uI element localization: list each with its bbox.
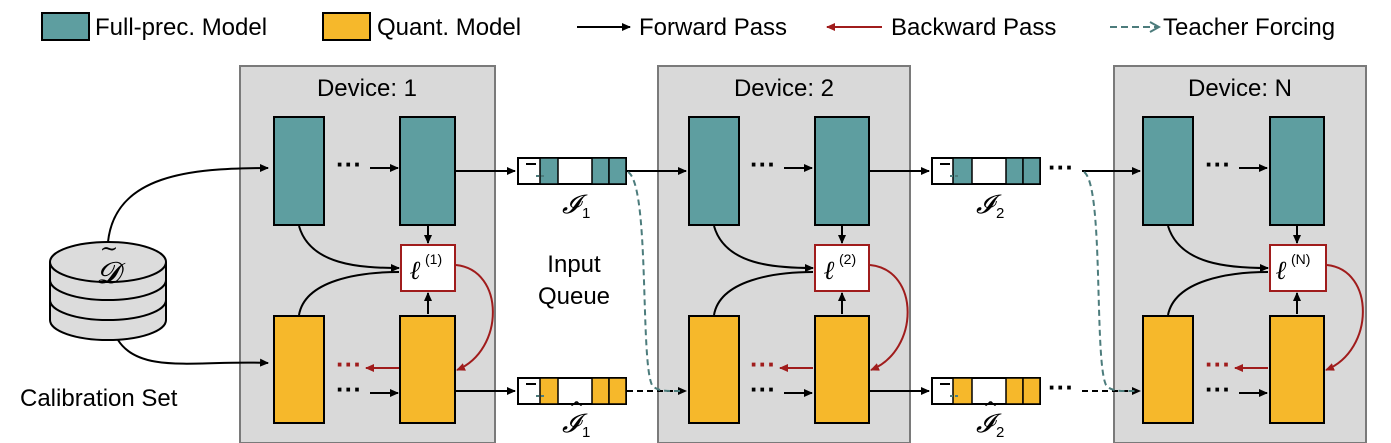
device-1-blocks: ℓ (1) ··· ··· ···: [273, 116, 494, 424]
legend-quantized-swatch: [322, 12, 371, 41]
q-block: [399, 315, 456, 424]
legend-full-precision-label: Full-prec. Model: [95, 14, 267, 41]
dataset-tilde: ~: [100, 237, 118, 262]
loss-backward-curve: [1325, 264, 1364, 371]
dataset-to-q-arrow: [117, 339, 269, 367]
q-first-to-loss: [1167, 271, 1269, 316]
legend-teacher-label: Teacher Forcing: [1163, 14, 1335, 41]
device-2-blocks: ℓ (2) ··· ··· ···: [688, 116, 909, 424]
q-backward-ellipsis: ···: [750, 349, 776, 379]
device-n-blocks: ℓ (N) ··· ··· ···: [1142, 116, 1364, 424]
legend-forward-label: Forward Pass: [639, 14, 787, 41]
queue-fp-1: 𝓘 1: [517, 157, 627, 222]
queue-cell: [539, 157, 559, 185]
q-block: [688, 315, 740, 424]
fp-first-to-loss: [713, 225, 814, 272]
queue-subscript: 1: [582, 424, 590, 441]
q-first-to-loss: [298, 271, 400, 316]
input-queue-label-line1: Input: [547, 251, 601, 278]
fp-first-to-loss: [298, 225, 400, 272]
q-ellipsis: ···: [1205, 374, 1231, 404]
teacher-forcing-arrow-1: [627, 171, 685, 393]
fp-block: [1269, 116, 1325, 226]
calibration-dataset: 𝓓 ~ Calibration Set: [20, 237, 178, 412]
loss-superscript: (2): [839, 251, 856, 267]
queue-cell: [608, 377, 627, 405]
device-title: Device: N: [1188, 75, 1292, 102]
queue-subscript: 2: [996, 205, 1004, 222]
fp-ellipsis: ···: [336, 149, 362, 179]
fp-ellipsis: ···: [1048, 152, 1074, 182]
loss-box: [1269, 244, 1327, 292]
legend-backward-label: Backward Pass: [891, 14, 1056, 41]
q-ellipsis: ···: [336, 374, 362, 404]
q-backward-ellipsis: ···: [336, 349, 362, 379]
input-queue-label-line2: Queue: [538, 283, 610, 310]
queue-cell: [591, 377, 610, 405]
loss-backward-curve: [869, 264, 909, 371]
dataset-to-fp-arrow: [107, 164, 269, 243]
queue-cell: [1005, 377, 1024, 405]
q-ellipsis: ···: [750, 374, 776, 404]
loss-box: [814, 244, 870, 292]
legend-quantized-label: Quant. Model: [377, 14, 521, 41]
device-title: Device: 2: [734, 75, 834, 102]
fp-block: [1142, 116, 1194, 226]
device-title: Device: 1: [317, 75, 417, 102]
queue-q-2: 𝓘 ^ 2: [931, 377, 1041, 441]
loss-box: [400, 244, 456, 292]
fp-block: [399, 116, 456, 226]
queue-fp-2: 𝓘 2: [931, 157, 1041, 222]
queue-cell: [591, 157, 610, 185]
loss-symbol: ℓ: [824, 256, 835, 286]
queue-cell: [608, 157, 627, 185]
fp-block: [273, 116, 325, 226]
fp-ellipsis: ···: [1205, 149, 1231, 179]
loss-superscript: (1): [425, 251, 442, 267]
fp-block: [814, 116, 870, 226]
fp-ellipsis: ···: [750, 149, 776, 179]
queue-subscript: 1: [582, 205, 590, 222]
dataset-label: Calibration Set: [20, 385, 178, 412]
q-block: [1269, 315, 1325, 424]
queue-cell: [1005, 157, 1024, 185]
queue-cell: [952, 377, 973, 405]
q-block: [814, 315, 870, 424]
queue-cell: [952, 157, 973, 185]
fp-block: [688, 116, 740, 226]
teacher-forcing-arrow-2: [1083, 171, 1139, 393]
queue-hat: ^: [569, 398, 584, 419]
fp-first-to-loss: [1167, 225, 1269, 272]
loss-symbol: ℓ: [410, 256, 421, 286]
queue-q-1: 𝓘 ^ 1: [517, 377, 627, 441]
legend: Full-prec. Model Quant. Model Forward Pa…: [41, 12, 1335, 41]
q-backward-ellipsis: ···: [1205, 349, 1231, 379]
queue-subscript: 2: [996, 424, 1004, 441]
loss-backward-curve: [455, 264, 494, 371]
queue-cell: [539, 377, 559, 405]
loss-superscript: (N): [1291, 251, 1310, 267]
queue-cell: [1022, 377, 1041, 405]
queue-cell: [1022, 157, 1041, 185]
q-ellipsis: ···: [1048, 372, 1074, 402]
queue-hat: ^: [983, 398, 998, 419]
loss-symbol: ℓ: [1276, 256, 1287, 286]
q-block: [273, 315, 325, 424]
q-block: [1142, 315, 1194, 424]
q-first-to-loss: [713, 271, 814, 316]
legend-full-precision-swatch: [41, 12, 90, 41]
